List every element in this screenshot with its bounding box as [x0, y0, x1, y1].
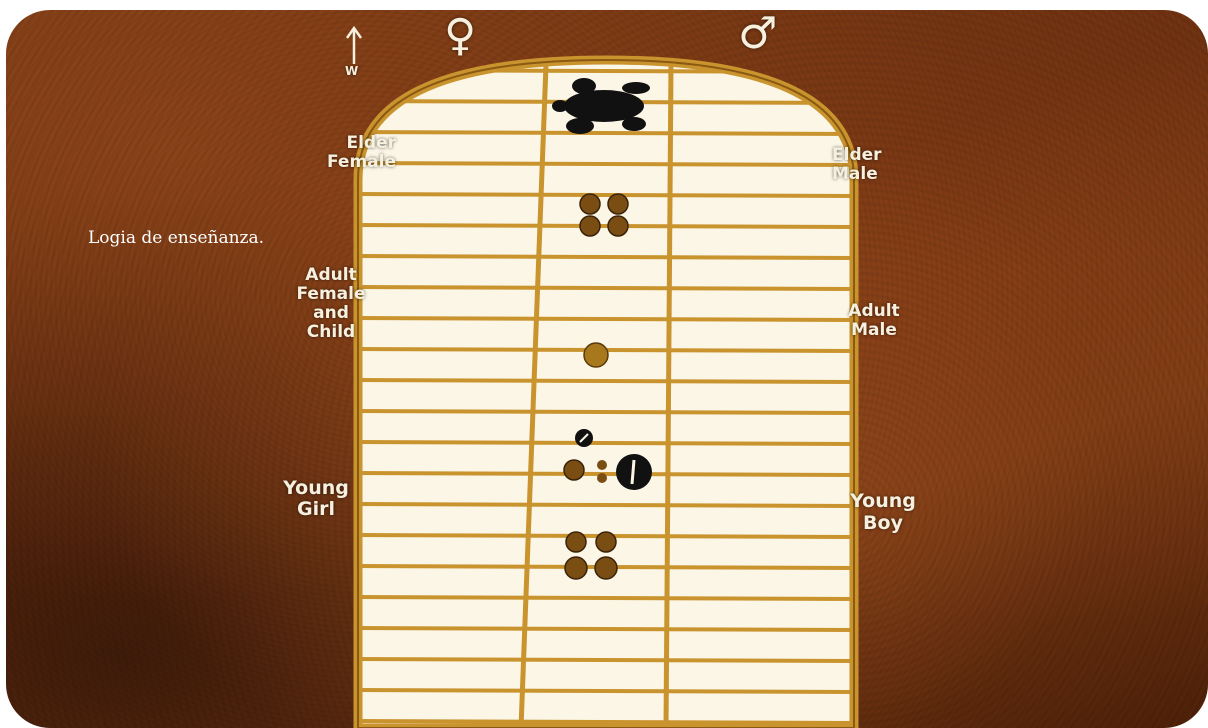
- plank-line: [346, 597, 866, 599]
- lodge-illustration: Logia de enseñanza. W ♀ ♂ Elder Female A…: [6, 10, 1208, 728]
- label-young-girl: Young Girl: [276, 478, 356, 520]
- plank-line: [346, 659, 866, 661]
- label-young-boy: Young Boy: [838, 490, 928, 534]
- plank-line: [346, 504, 866, 506]
- female-symbol-icon: ♀: [444, 10, 476, 62]
- plank-line: [346, 690, 866, 692]
- label-adult-male: Adult Male: [834, 302, 914, 340]
- plank-line: [346, 473, 866, 475]
- plank-line: [346, 194, 866, 196]
- plank-line: [346, 318, 866, 320]
- plank-line: [346, 721, 866, 723]
- plank-line: [346, 628, 866, 630]
- plank-line: [346, 163, 866, 165]
- stone-center: [584, 343, 608, 367]
- plank-line: [346, 225, 866, 227]
- direction-label: W: [345, 62, 358, 81]
- plank-line: [346, 256, 866, 258]
- plank-line: [346, 287, 866, 289]
- male-symbol-icon: ♂: [738, 10, 777, 60]
- label-elder-female: Elder Female: [306, 134, 396, 172]
- label-elder-male: Elder Male: [832, 146, 912, 184]
- plank-line: [346, 380, 866, 382]
- plank-line: [346, 132, 866, 134]
- lodge-floor-plan: [6, 10, 1208, 728]
- caption: Logia de enseñanza.: [88, 228, 264, 248]
- plank-line: [346, 70, 866, 72]
- plank-line: [346, 411, 866, 413]
- label-adult-female-child: Adult Female and Child: [296, 266, 366, 342]
- plank-line: [346, 442, 866, 444]
